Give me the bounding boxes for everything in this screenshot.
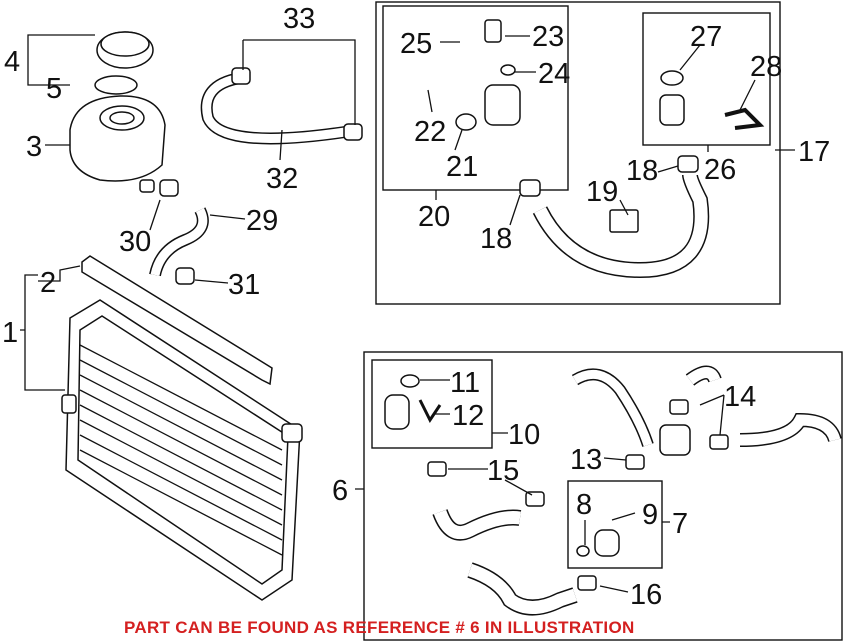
callout-20: 20 (418, 201, 450, 233)
hoses-and-fittings (149, 19, 842, 616)
callout-23: 23 (532, 21, 564, 53)
reference-note: PART CAN BE FOUND AS REFERENCE # 6 IN IL… (124, 618, 635, 637)
callout-28: 28 (750, 51, 782, 83)
callout-numbers: 33 4 5 25 23 24 27 28 3 22 21 32 17 18 2… (2, 3, 830, 611)
callout-11: 11 (450, 367, 480, 399)
callout-22: 22 (414, 116, 446, 148)
expansion-tank (69, 95, 166, 193)
callout-21: 21 (446, 151, 478, 183)
callout-10: 10 (508, 419, 540, 451)
group-box-7 (567, 480, 663, 569)
callout-27: 27 (690, 21, 722, 53)
cap-seal (94, 75, 138, 95)
callout-12: 12 (452, 400, 484, 432)
callout-4: 4 (4, 46, 20, 78)
callout-32: 32 (266, 163, 298, 195)
group-box-20 (382, 5, 569, 191)
callout-24: 24 (538, 58, 570, 90)
callout-3: 3 (26, 131, 42, 163)
callout-25: 25 (400, 28, 432, 60)
callout-29: 29 (246, 205, 278, 237)
seal-strip (81, 255, 273, 386)
callout-1: 1 (2, 317, 18, 349)
callout-5: 5 (46, 73, 62, 105)
callout-8: 8 (576, 489, 592, 521)
group-box-10 (371, 359, 493, 449)
callout-26: 26 (704, 154, 736, 186)
tank-cap-top (100, 31, 150, 57)
radiator (61, 299, 303, 601)
callout-18b: 18 (480, 223, 512, 255)
callout-13: 13 (570, 444, 602, 476)
callout-19: 19 (586, 176, 618, 208)
callout-15: 15 (487, 455, 519, 487)
callout-2: 2 (40, 267, 56, 299)
callout-18: 18 (626, 155, 658, 187)
callout-6: 6 (332, 475, 348, 507)
callout-7: 7 (672, 508, 688, 540)
callout-33: 33 (283, 3, 315, 35)
callout-16: 16 (630, 579, 662, 611)
callout-14: 14 (724, 381, 756, 413)
callout-17: 17 (798, 136, 830, 168)
callout-9: 9 (642, 499, 658, 531)
group-box-26 (642, 12, 771, 146)
callout-31: 31 (228, 269, 260, 301)
callout-30: 30 (119, 226, 151, 258)
group-box-6 (363, 351, 843, 641)
group-box-17 (375, 1, 781, 305)
leader-lines (20, 34, 795, 593)
